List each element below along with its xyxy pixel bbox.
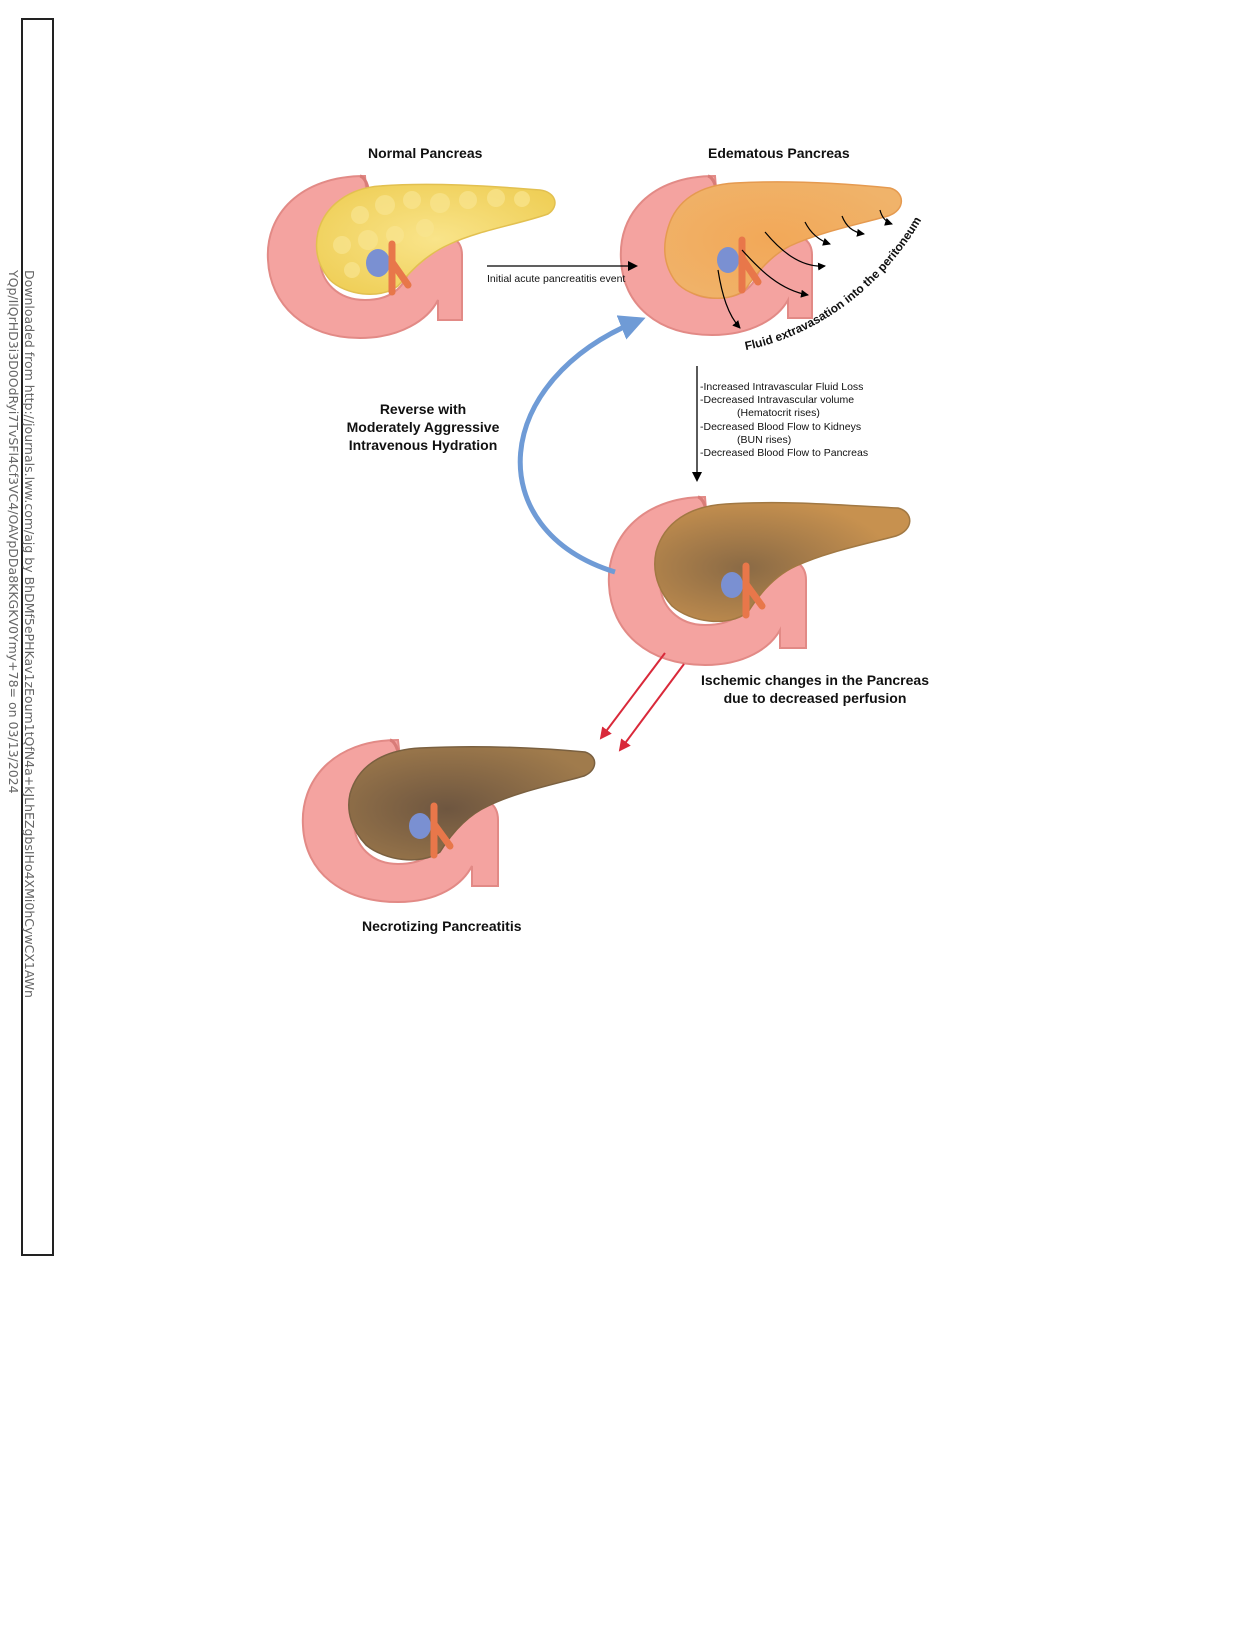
normal-pancreas-illustration — [266, 174, 556, 340]
reverse-line-3: Intravenous Hydration — [348, 437, 498, 453]
consequence-item: (Hematocrit rises) — [737, 407, 820, 420]
consequence-item: -Increased Intravascular Fluid Loss — [700, 381, 864, 393]
reverse-line-2: Moderately Aggressive — [346, 419, 500, 435]
consequence-item: -Decreased Intravascular volume — [700, 394, 855, 407]
vein-ischemic — [721, 572, 743, 598]
artery-edematous — [738, 236, 762, 294]
necrosis-progression-arrow — [599, 652, 666, 740]
necrosis-progression-arrow — [618, 663, 685, 752]
artery-normal — [388, 240, 412, 296]
necrotizing-pancreas-illustration — [301, 738, 596, 904]
pancreas-tissue-ischemic — [654, 501, 911, 623]
vein-necrotizing — [409, 813, 431, 839]
extravasation-arrow — [741, 249, 809, 298]
consequence-item: (BUN rises) — [737, 433, 792, 446]
reverse-line-1: Reverse with — [379, 401, 467, 417]
artery-necrotizing — [430, 802, 454, 859]
initial-event-label: Initial acute pancreatitis event — [487, 273, 626, 285]
ischemic-line-2: due to decreased perfusion — [723, 690, 907, 706]
extravasation-arrow — [841, 215, 865, 237]
consequences-list: -Increased Intravascular Fluid Loss -Dec… — [700, 381, 868, 460]
necrotizing-pancreatitis-title: Necrotizing Pancreatitis — [362, 918, 522, 934]
extravasation-arrow — [717, 269, 741, 329]
normal-pancreas-title: Normal Pancreas — [368, 145, 483, 161]
sidebar-frame — [21, 18, 54, 1256]
edematous-pancreas-title: Edematous Pancreas — [708, 145, 850, 161]
vein-normal — [366, 249, 390, 277]
edematous-pancreas-illustration — [619, 174, 903, 337]
ischemic-line-1: Ischemic changes in the Pancreas — [701, 672, 929, 688]
artery-ischemic — [742, 562, 766, 619]
reverse-hydration-arrow — [517, 315, 646, 575]
reverse-hydration-label: Reverse with Moderately Aggressive Intra… — [328, 400, 518, 454]
extravasation-arrow — [879, 209, 893, 226]
extravasation-arrow — [764, 231, 826, 271]
consequence-item: -Decreased Blood Flow to Kidneys — [700, 420, 862, 433]
extravasation-arrow — [804, 221, 831, 246]
vein-edematous — [717, 247, 739, 273]
ischemic-changes-label: Ischemic changes in the Pancreas due to … — [690, 671, 940, 707]
consequence-item: -Decreased Blood Flow to Pancreas — [700, 447, 869, 460]
ischemic-pancreas-illustration — [607, 495, 911, 667]
